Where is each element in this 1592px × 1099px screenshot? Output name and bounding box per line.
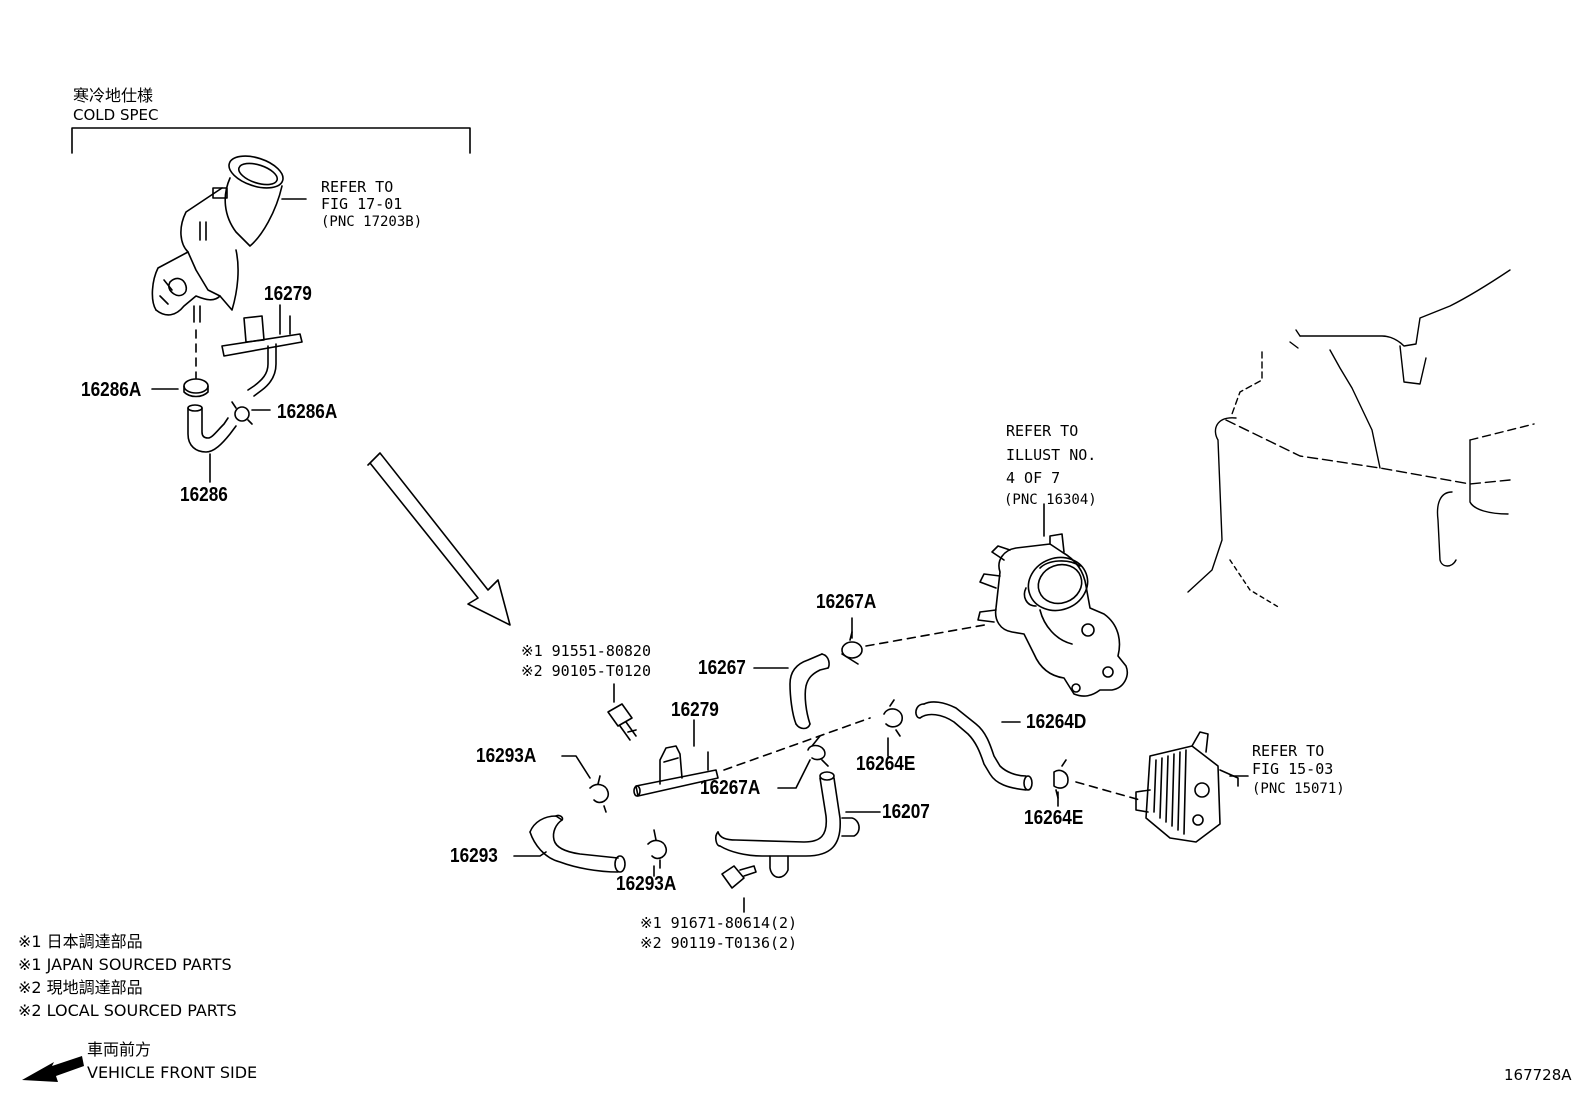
clamp-16293A-top <box>589 775 610 813</box>
part-16267A-bottom: 16267A <box>700 777 761 799</box>
ref-fig1701-line1: REFER TO <box>321 178 394 196</box>
legend-local-jp: ※2 現地調達部品 <box>18 978 143 997</box>
part-16286: 16286 <box>180 484 228 506</box>
bolt-lower-local: ※2 90119-T0136(2) <box>640 934 798 952</box>
part-16279-upper: 16279 <box>264 283 312 305</box>
part-16207: 16207 <box>882 801 930 823</box>
ref-fig1503-line1: REFER TO <box>1252 742 1325 760</box>
ref-fig1503-line3: (PNC 15071) <box>1252 781 1345 797</box>
part-16267: 16267 <box>698 657 746 679</box>
cold-spec-bracket <box>71 127 471 154</box>
hose-16293 <box>529 814 626 873</box>
legend-local-en: ※2 LOCAL SOURCED PARTS <box>18 1001 237 1020</box>
part-16293: 16293 <box>450 845 498 867</box>
vehicle-front-arrow-icon <box>22 1056 84 1082</box>
clamp-16293A-bottom <box>647 829 668 869</box>
leader-lines-upper <box>151 198 307 483</box>
cold-spec-label: COLD SPEC <box>73 106 159 124</box>
water-pump-housing <box>977 503 1128 697</box>
bolt-upper <box>607 703 637 741</box>
dashed-connectors <box>723 623 1141 801</box>
bolt-upper-japan: ※1 91551-80820 <box>521 642 651 660</box>
ref-illust-line3: 4 OF 7 <box>1006 469 1061 487</box>
clamp-16267A-bottom <box>807 735 829 767</box>
ref-fig1701-line3: (PNC 17203B) <box>321 214 423 230</box>
part-16286A-right: 16286A <box>277 401 338 423</box>
part-16264E-right: 16264E <box>1024 807 1084 829</box>
part-16264E-mid: 16264E <box>856 753 916 775</box>
bypass-pipe-main <box>633 745 719 797</box>
direction-arrow-icon <box>367 452 511 626</box>
hose-16267 <box>789 653 830 730</box>
bolt-lower <box>721 865 757 889</box>
clamp-16264E-mid <box>883 699 903 737</box>
ref-fig1701-line2: FIG 17-01 <box>321 195 403 213</box>
thermostat-housing-cold-spec <box>151 155 284 323</box>
front-side-en: VEHICLE FRONT SIDE <box>87 1063 258 1082</box>
bolt-lower-japan: ※1 91671-80614(2) <box>640 914 798 932</box>
part-16293A-top: 16293A <box>476 745 537 767</box>
ref-fig1503-line2: FIG 15-03 <box>1252 760 1334 778</box>
clamp-16264E-right <box>1053 759 1069 799</box>
hose-16286 <box>187 404 237 453</box>
clamp-16286A-right <box>231 401 253 425</box>
hose-16264D <box>915 701 1033 791</box>
legend-japan-en: ※1 JAPAN SOURCED PARTS <box>18 955 232 974</box>
bolt-upper-local: ※2 90105-T0120 <box>521 662 651 680</box>
leader-lines <box>513 617 1249 913</box>
ref-illust-line2: ILLUST NO. <box>1006 446 1097 464</box>
part-16286A-left: 16286A <box>81 379 142 401</box>
pipe-16207 <box>715 771 860 879</box>
illustration-id: 167728A <box>1504 1066 1572 1084</box>
part-16267A-top: 16267A <box>816 591 877 613</box>
front-side-jp: 車両前方 <box>87 1040 152 1059</box>
ref-illust-line4: (PNC 16304) <box>1004 492 1097 508</box>
ref-illust-line1: REFER TO <box>1006 422 1079 440</box>
clamp-16286A-left <box>183 378 209 398</box>
cold-spec-jp-label: 寒冷地仕様 <box>73 86 154 105</box>
part-16279-main: 16279 <box>671 699 719 721</box>
legend-japan-jp: ※1 日本調達部品 <box>18 932 143 951</box>
oil-cooler <box>1135 731 1239 843</box>
bypass-pipe-upper <box>221 315 303 397</box>
part-16293A-bottom: 16293A <box>616 873 677 895</box>
part-16264D: 16264D <box>1026 711 1087 733</box>
engine-outline <box>1187 269 1535 609</box>
